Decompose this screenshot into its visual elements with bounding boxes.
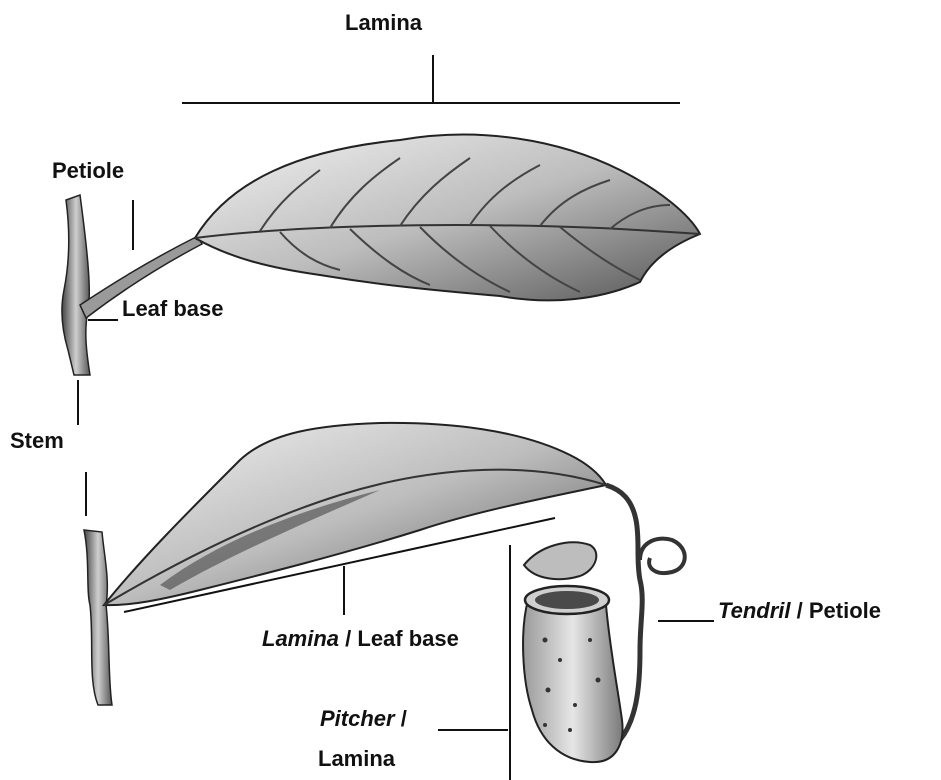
label-pitcher-sep: / [395,706,407,731]
pitcher-lid [524,542,596,579]
label-tendril-petiole: Tendril / Petiole [718,600,881,622]
label-leaf-base-2: Leaf base [357,626,459,651]
label-tendril-sep: / [791,598,809,623]
label-leaf-base: Leaf base [122,298,224,320]
lower-stem [84,530,112,705]
label-petiole: Petiole [52,160,124,182]
label-lamina-sep: / [339,626,357,651]
pitcher-mouth [535,591,599,609]
pitcher-bracket [438,545,510,780]
label-stem: Stem [10,430,64,452]
label-pitcher: Pitcher / [320,708,407,730]
label-lamina-italic: Lamina [262,626,339,651]
upper-stem [62,195,90,375]
label-petiole-2: Petiole [809,598,881,623]
label-pitcher-lamina: Lamina [318,748,395,770]
label-lamina-leafbase: Lamina / Leaf base [262,628,459,650]
label-pitcher-italic: Pitcher [320,706,395,731]
pitcher-body [523,600,622,762]
lamina-bracket [182,55,680,103]
label-tendril-italic: Tendril [718,598,791,623]
label-top-lamina: Lamina [345,12,422,34]
tendril-coil [640,539,685,573]
